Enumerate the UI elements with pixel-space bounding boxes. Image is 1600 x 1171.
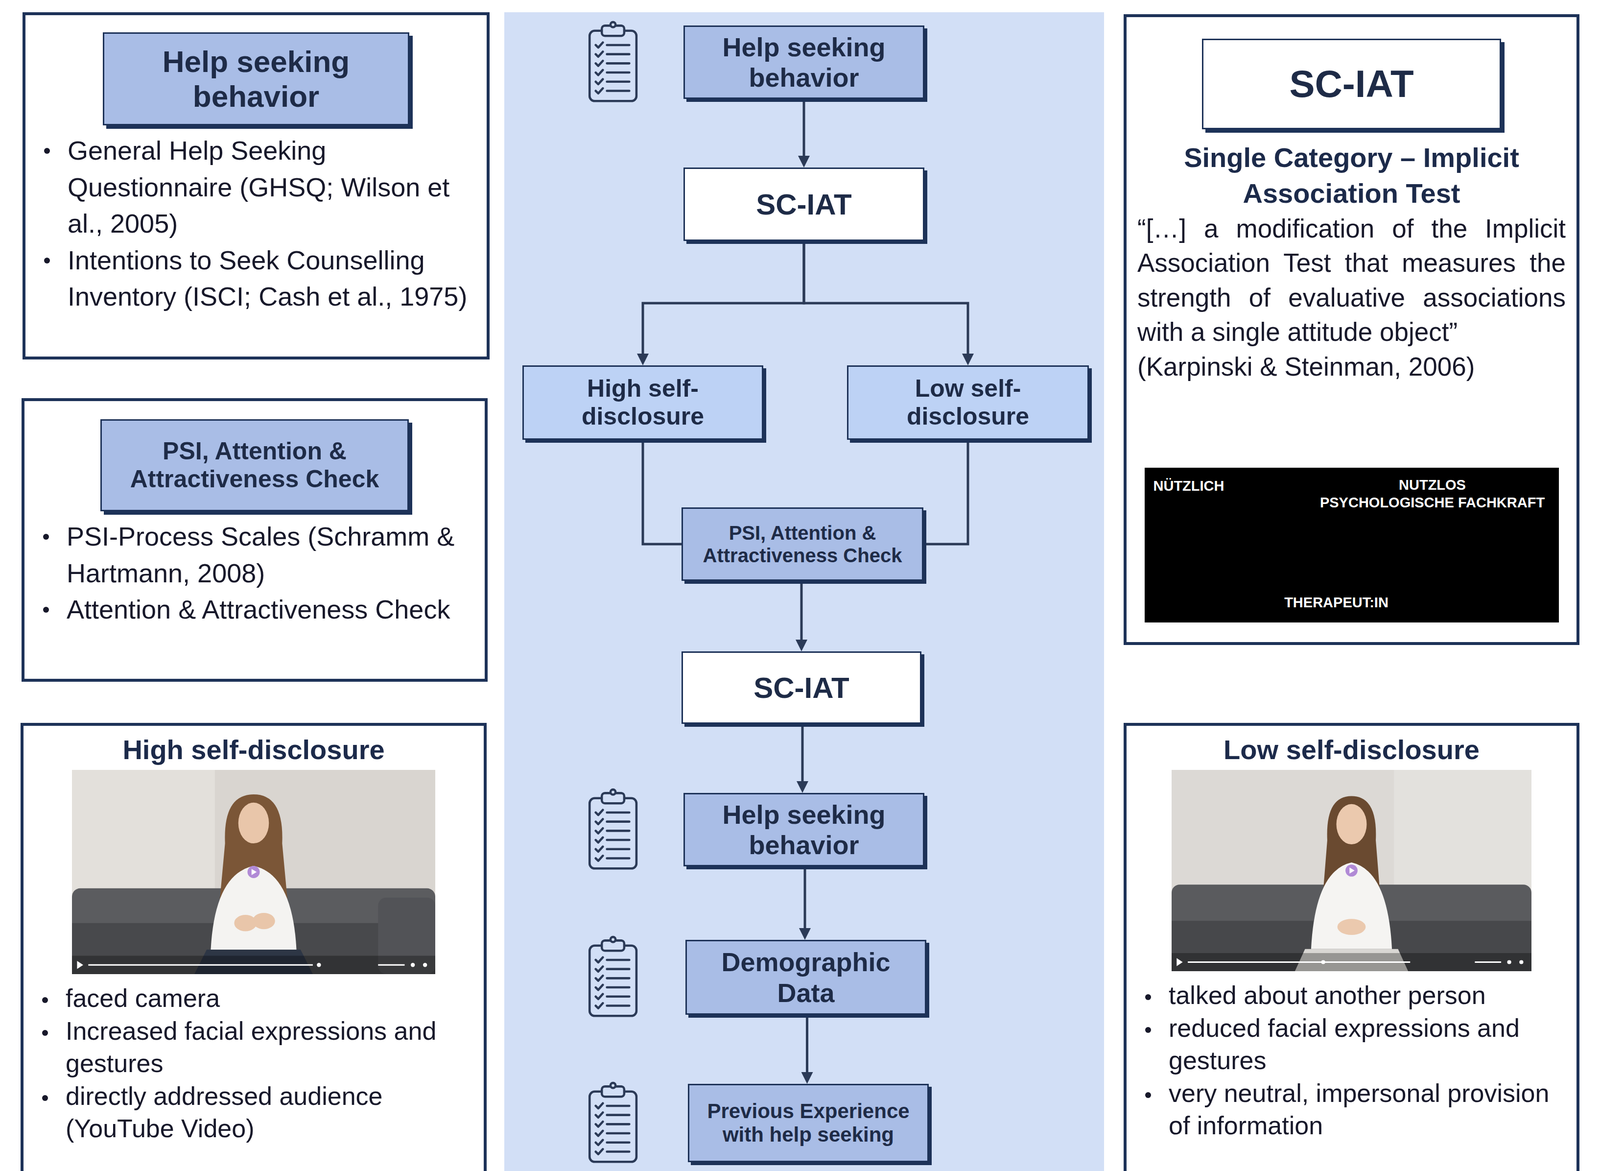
flow-connector <box>642 240 804 354</box>
info-panel: Help seeking behaviorGeneral Help Seekin… <box>22 12 490 360</box>
bullet-item: talked about another person <box>1137 978 1566 1012</box>
info-panel: SC-IAT Single Category – Implicit Associa… <box>1123 14 1580 645</box>
box-label: High self-disclosure <box>533 374 753 431</box>
bullet-item: General Help Seeking Questionnaire (GHSQ… <box>36 132 476 242</box>
flow-connector <box>923 439 968 544</box>
process-box: Help seeking behavior <box>683 792 925 867</box>
box-label: Demographic Data <box>696 946 916 1008</box>
flow-connector <box>805 1014 809 1072</box>
panel-subtitle: Single Category – Implicit Association T… <box>1137 140 1566 212</box>
iat-label: NUTZLOS <box>1315 476 1551 494</box>
flow-connector <box>642 439 682 544</box>
iat-label: NÜTZLICH <box>1153 477 1225 495</box>
bullet-item: PSI-Process Scales (Schramm & Hartmann, … <box>35 517 474 591</box>
box-label: PSI, Attention & Attractiveness Check <box>110 437 399 494</box>
bullet-item: Increased facial expressions and gesture… <box>34 1014 473 1080</box>
process-box: SC-IAT <box>683 167 925 241</box>
process-box: SC-IAT <box>681 651 922 724</box>
process-box: Previous Experience with help seeking <box>687 1083 929 1162</box>
box-label: Help seeking behavior <box>694 31 914 93</box>
box-label: Help seeking behavior <box>113 44 400 115</box>
panel-heading: PSI, Attention & Attractiveness Check <box>100 419 409 512</box>
box-label: Low self-disclosure <box>858 374 1078 431</box>
flow-connector <box>800 580 803 640</box>
clipboard-icon <box>589 22 637 101</box>
video-still <box>71 769 436 974</box>
box-label: SC-IAT <box>753 670 850 705</box>
bullet-item: Attention & Attractiveness Check <box>35 590 474 628</box>
panel-heading: SC-IAT <box>1201 38 1502 130</box>
condition-box: Low self-disclosure <box>847 365 1089 440</box>
condition-box: High self-disclosure <box>522 365 764 440</box>
info-panel: PSI, Attention & Attractiveness CheckPSI… <box>21 398 488 682</box>
citation: (Karpinski & Steinman, 2006) <box>1137 349 1566 384</box>
iat-label: PSYCHOLOGISCHE FACHKRAFT <box>1315 494 1551 512</box>
process-box: PSI, Attention & Attractiveness Check <box>681 507 924 581</box>
bullet-item: Intentions to Seek Counselling Inventory… <box>36 241 476 315</box>
bullet-item: reduced facial expressions and gestures <box>1137 1011 1566 1077</box>
flow-connector <box>803 240 968 354</box>
iat-screen: NÜTZLICH NUTZLOSPSYCHOLOGISCHE FACHKRAFT T… <box>1144 467 1559 623</box>
flow-band <box>504 12 1105 1171</box>
box-label: PSI, Attention & Attractiveness Check <box>692 521 913 567</box>
process-box: Help seeking behavior <box>683 25 925 99</box>
clipboard-icon <box>589 789 637 869</box>
bullet-item: directly addressed audience (YouTube Vid… <box>34 1079 473 1145</box>
flow-connector <box>802 98 806 156</box>
panel-title: High self-disclosure <box>34 732 473 767</box>
video-still <box>1171 769 1532 971</box>
box-label: Previous Experience with help seeking <box>699 1099 918 1147</box>
panel-title: Low self-disclosure <box>1137 732 1566 767</box>
flow-connector <box>803 866 807 928</box>
process-box: Demographic Data <box>685 939 927 1015</box>
iat-label: THERAPEUT:IN <box>1144 593 1529 612</box>
bullet-item: very neutral, impersonal provision of in… <box>1137 1076 1566 1142</box>
clipboard-icon <box>589 1082 637 1162</box>
panel-heading: Help seeking behavior <box>102 32 410 126</box>
box-label: SC-IAT <box>1289 62 1414 107</box>
condition-panel: High self-disclosure faced cameraIncrease… <box>20 722 487 1171</box>
box-label: Help seeking behavior <box>694 799 914 860</box>
flow-connector <box>801 723 804 781</box>
bullet-item: faced camera <box>34 981 473 1015</box>
condition-panel: Low self-disclosure talked about another … <box>1123 722 1580 1171</box>
box-label: SC-IAT <box>755 187 852 222</box>
definition-quote: “[…] a modification of the Implicit Asso… <box>1137 211 1566 350</box>
clipboard-icon <box>589 936 637 1016</box>
